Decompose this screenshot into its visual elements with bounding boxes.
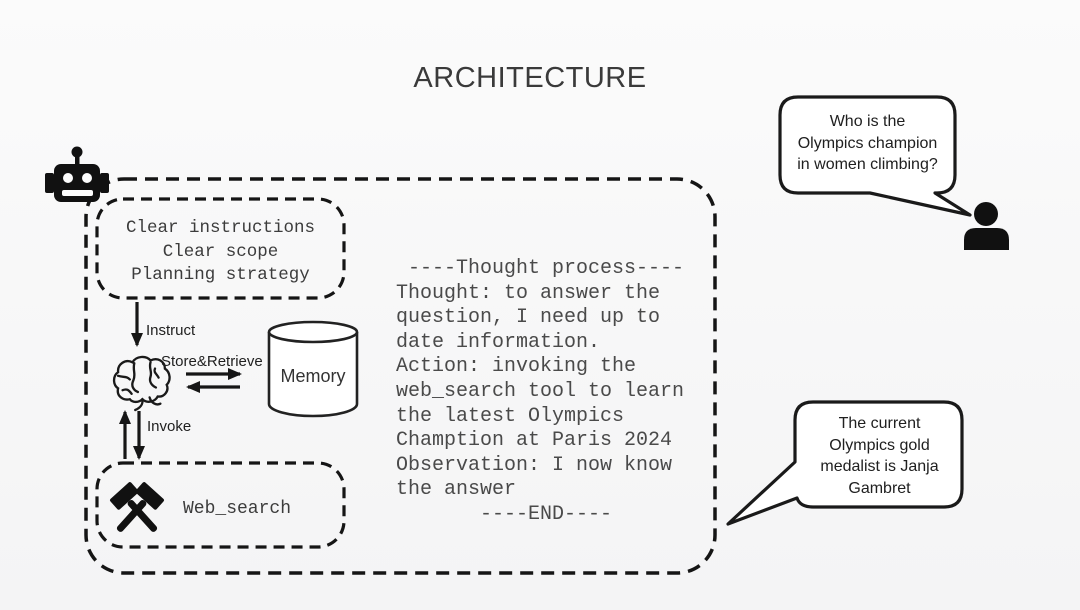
question-bubble-text: Who is the Olympics champion in women cl… (797, 113, 938, 173)
planning-box (95, 197, 346, 300)
robot-icon (45, 146, 109, 202)
web-search-box (95, 461, 346, 549)
crossed-hammers-icon (110, 482, 164, 532)
store-retrieve-arrow-label: Store&Retrieve (161, 353, 263, 370)
thought-process-text: ----Thought process---- Thought: to answ… (396, 257, 685, 526)
database-cylinder-icon (267, 320, 359, 418)
agent-container-box (84, 177, 717, 575)
memory-label: Memory (280, 366, 346, 386)
question-bubble (778, 95, 972, 217)
store-retrieve-arrows (186, 368, 242, 393)
answer-bubble (726, 400, 964, 526)
planning-box-text: Clear instructions Clear scope Planning … (125, 218, 316, 285)
instruct-arrow-label: Instruct (146, 322, 196, 339)
answer-bubble-text: The current Olympics gold medalist is Ja… (820, 415, 939, 497)
invoke-arrow-label: Invoke (147, 418, 192, 435)
page-title: ARCHITECTURE (413, 62, 647, 94)
person-icon (964, 202, 1009, 250)
invoke-arrows (119, 410, 145, 460)
brain-icon (112, 355, 171, 412)
web-search-label: Web_search (183, 499, 292, 519)
